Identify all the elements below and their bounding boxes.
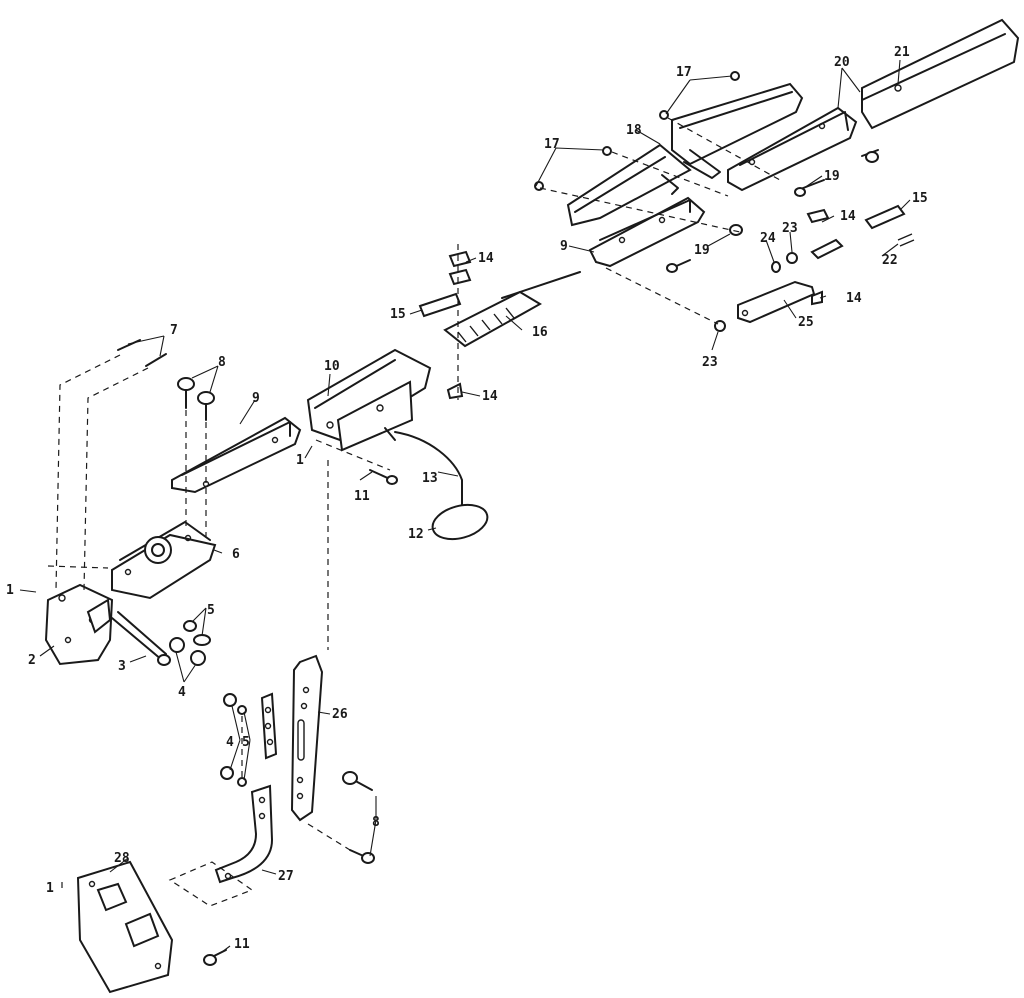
callout-5-lower: 5 (242, 735, 250, 750)
assembly-line-12 (47, 565, 109, 569)
callout-18: 18 (626, 123, 642, 138)
assembly-line-7 (315, 439, 391, 471)
callout-9-right: 9 (560, 239, 568, 254)
bolts-8-top (177, 377, 215, 421)
master-link-15-right (864, 204, 906, 230)
chain-link-14-right (806, 208, 844, 260)
spring-rod-16 (443, 271, 581, 348)
bolt-11-upper (369, 469, 398, 485)
callout-14-right-upper: 14 (840, 209, 856, 224)
leader-lines (19, 59, 911, 953)
callout-15-right: 15 (912, 191, 928, 206)
rail-section-21 (861, 18, 1020, 130)
callout-12: 12 (408, 527, 424, 542)
callout-26: 26 (332, 707, 348, 722)
callout-3: 3 (118, 659, 126, 674)
callout-25: 25 (798, 315, 814, 330)
pin-14-arm (811, 290, 823, 306)
pin-3 (111, 611, 171, 666)
assembly-line-8 (55, 354, 121, 591)
bolt-19-c (666, 259, 691, 273)
master-link-15-left (418, 292, 462, 318)
assembly-line-4 (605, 267, 719, 325)
link-14-top (448, 250, 472, 286)
bent-arm-27 (214, 784, 274, 884)
nut-23-b (786, 252, 798, 264)
arm-25 (737, 280, 816, 324)
callout-11-upper: 11 (354, 489, 370, 504)
door-bracket-28 (76, 860, 174, 994)
callout-24: 24 (760, 231, 776, 246)
callout-27: 27 (278, 869, 294, 884)
assembly-line-1 (539, 187, 741, 233)
rail-section-18-upper (671, 82, 804, 179)
header-bracket-2 (44, 583, 114, 666)
callout-1-door: 1 (46, 881, 54, 896)
callout-21: 21 (894, 45, 910, 60)
assembly-line-9 (83, 367, 149, 591)
callout-11-lower: 11 (234, 937, 250, 952)
callout-4-lower: 4 (226, 735, 234, 750)
screws-7 (117, 339, 167, 367)
bolt-19-b (861, 149, 879, 163)
callout-4-upper: 4 (178, 685, 186, 700)
rail-section-18 (566, 143, 692, 227)
callout-9-left: 9 (252, 391, 260, 406)
callout-14-top: 14 (478, 251, 494, 266)
nut-17-b (659, 110, 669, 120)
handle-12 (431, 503, 489, 541)
plate-small (260, 692, 278, 760)
callout-5-upper: 5 (207, 603, 215, 618)
callout-2: 2 (28, 653, 36, 668)
trolley-10 (306, 348, 432, 452)
callout-8-lower: 8 (372, 815, 380, 830)
bolts-8-lower (342, 771, 375, 864)
callout-6: 6 (232, 547, 240, 562)
rail-section-9-right (588, 196, 706, 268)
nut-17-c (602, 146, 612, 156)
callout-23-lower: 23 (702, 355, 718, 370)
callout-22: 22 (882, 253, 898, 268)
callout-19-right: 19 (824, 169, 840, 184)
strap-26 (290, 654, 324, 822)
assembly-line-15 (168, 861, 254, 907)
callout-7: 7 (170, 323, 178, 338)
callout-17-left: 17 (544, 137, 560, 152)
pin-14-low (446, 382, 464, 400)
callout-labels: 1 1 1 2 3 4 4 5 5 6 7 8 8 9 9 10 11 11 1… (6, 45, 928, 952)
bolt-19-a (794, 179, 825, 197)
callout-8-upper: 8 (218, 355, 226, 370)
rope-13 (394, 431, 463, 506)
callout-28: 28 (114, 851, 130, 866)
assembly-line-2 (611, 151, 729, 197)
callout-15-left: 15 (390, 307, 406, 322)
callout-10: 10 (324, 359, 340, 374)
callout-17-right: 17 (676, 65, 692, 80)
callout-14-low: 14 (482, 389, 498, 404)
nut-17-a (730, 71, 740, 81)
bolt-19-d (729, 224, 743, 236)
callout-14-right-lower: 14 (846, 291, 862, 306)
bolt-11-lower (203, 949, 227, 966)
washer-24 (771, 261, 781, 273)
nut-23-a (714, 320, 726, 332)
callout-19-center: 19 (694, 243, 710, 258)
rail-9-left (171, 416, 302, 494)
callout-23-right: 23 (782, 221, 798, 236)
callout-1-trolley: 1 (296, 453, 304, 468)
assembly-line-14 (307, 823, 351, 851)
link-22 (897, 233, 915, 247)
callout-16: 16 (532, 325, 548, 340)
callout-13: 13 (422, 471, 438, 486)
callout-1-bracket: 1 (6, 583, 14, 598)
nuts-4-and-washers-5 (169, 620, 211, 666)
pulley-bracket-6 (111, 521, 217, 600)
callout-20: 20 (834, 55, 850, 70)
